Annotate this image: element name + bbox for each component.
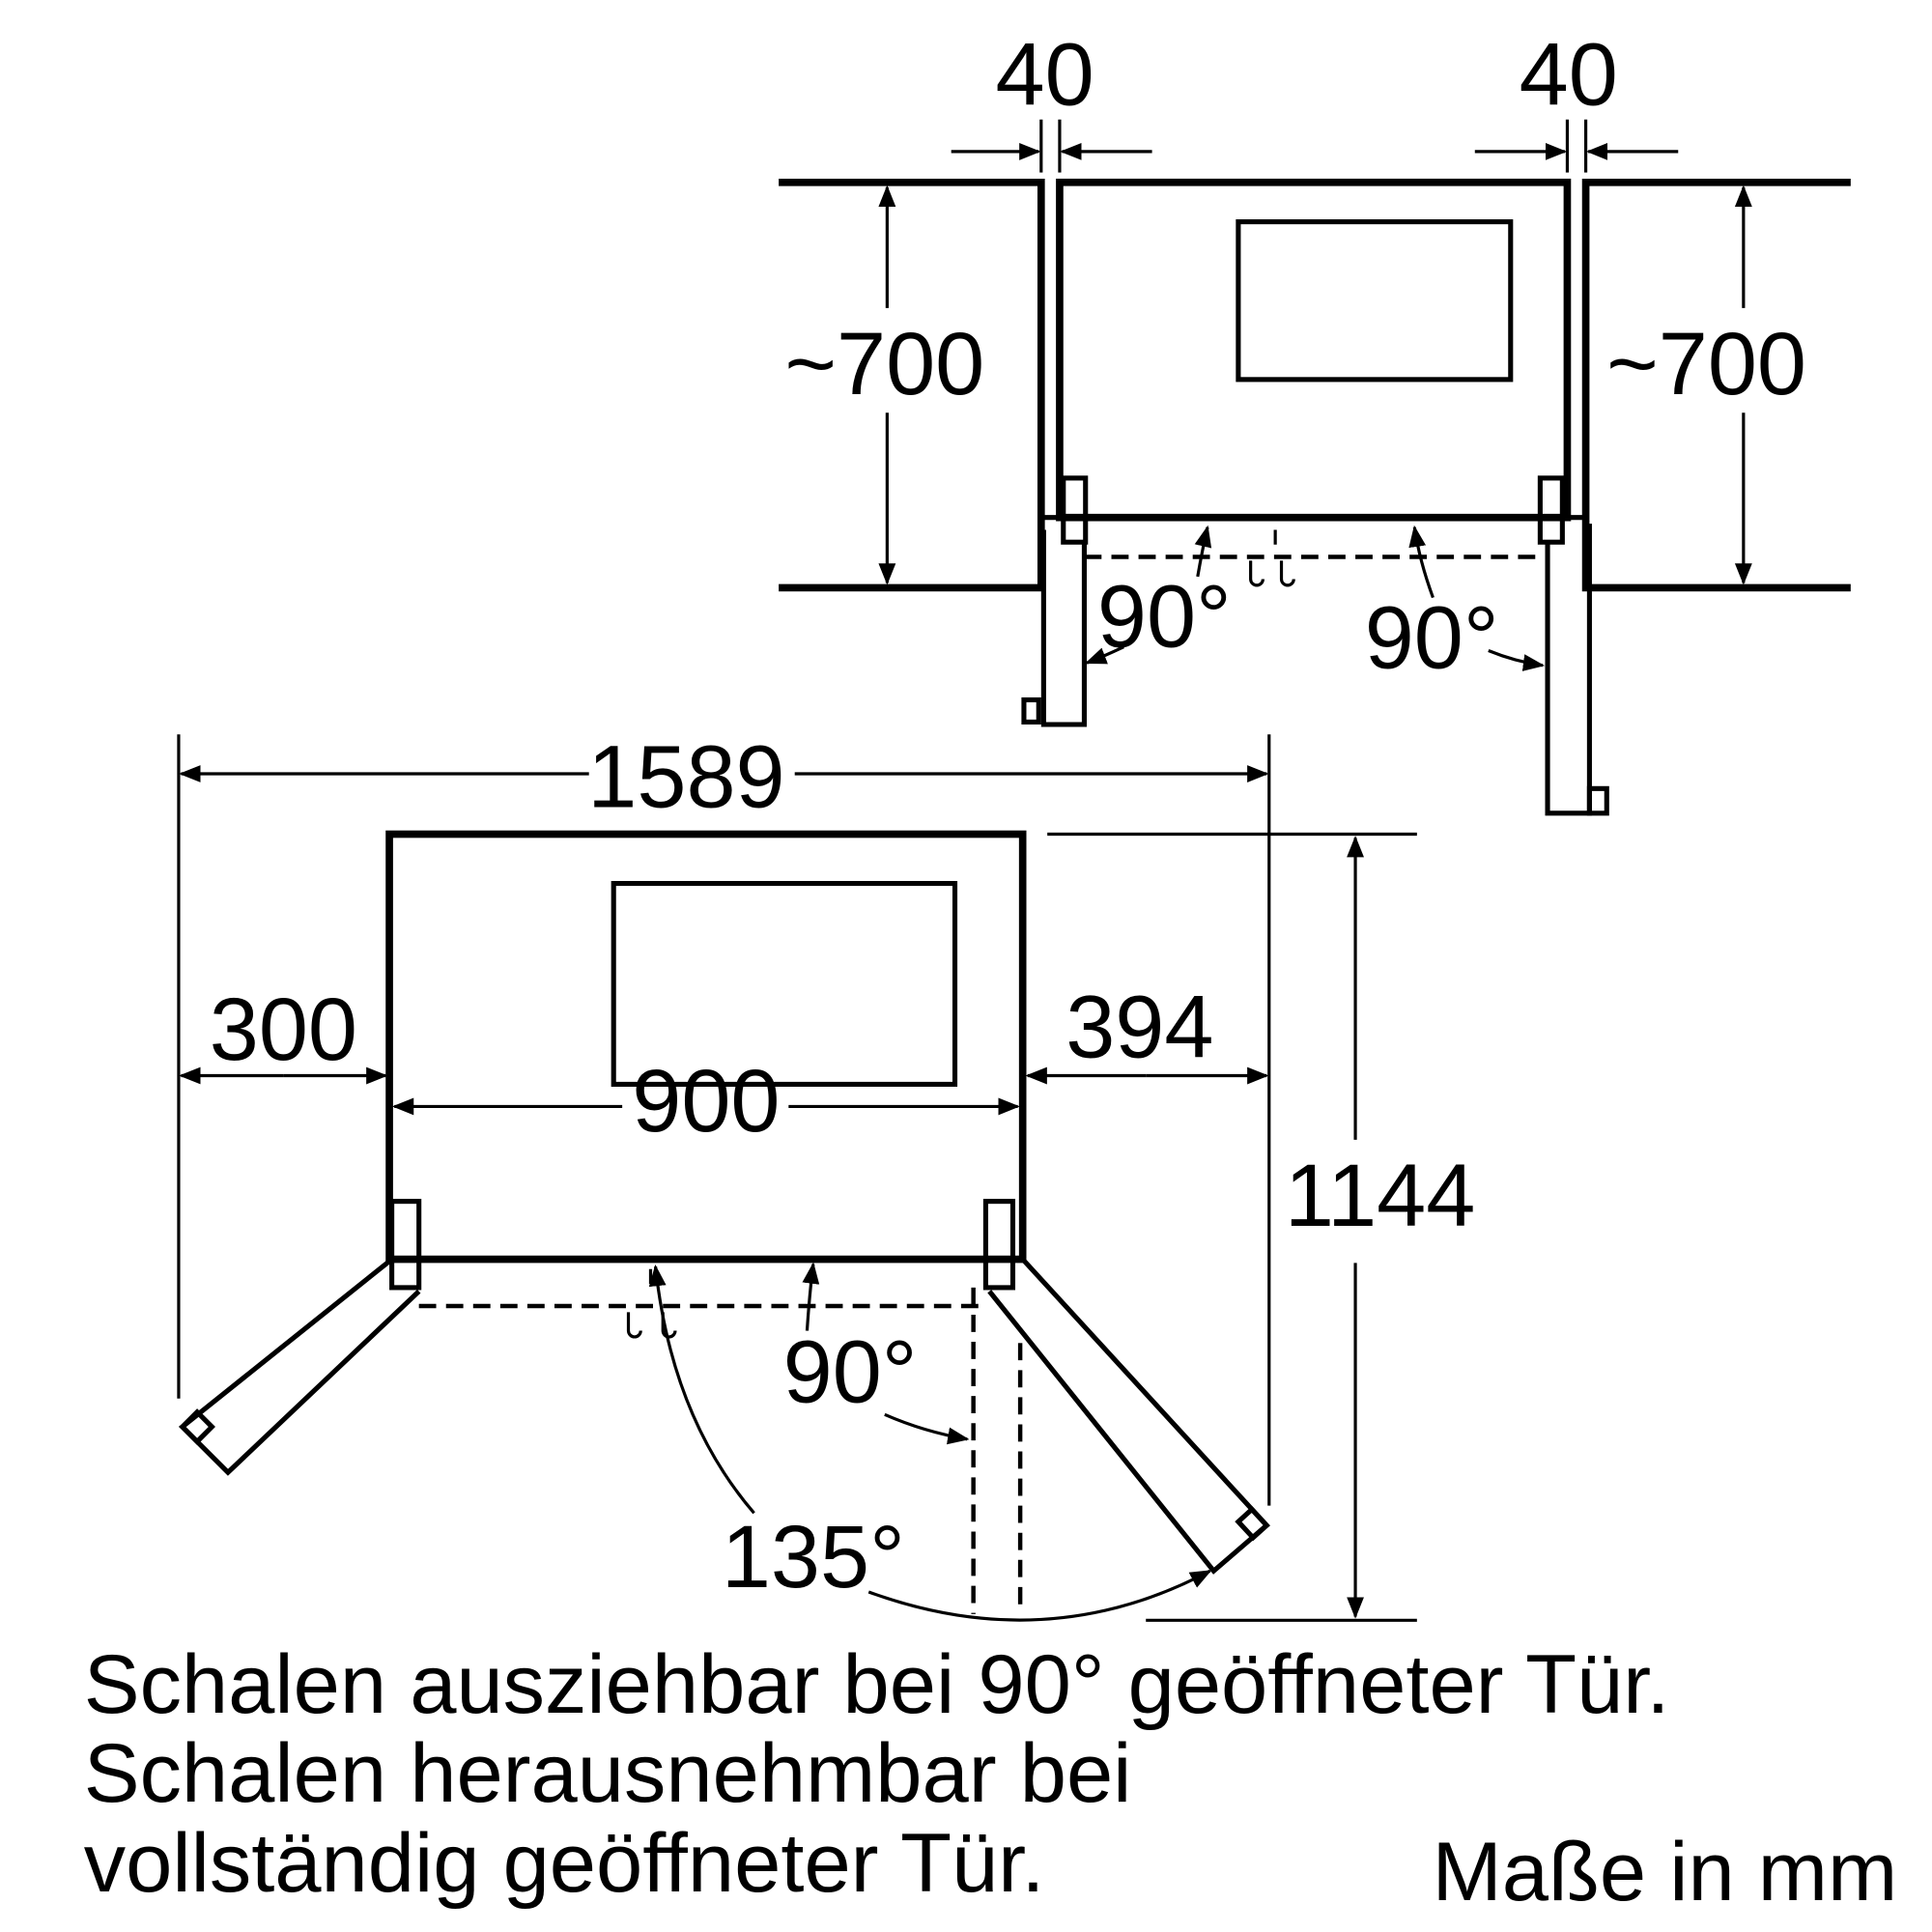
dimension-right-clearance: 394 (1025, 978, 1269, 1085)
appliance-inner-bottom (611, 880, 958, 1087)
hinge-right-bottom (982, 1199, 1016, 1291)
dimension-gap-right: 40 (1474, 25, 1679, 173)
dimension-depth-left: ~700 (784, 185, 984, 585)
niche-walls (779, 178, 1851, 592)
depth-left-label: ~700 (784, 315, 984, 413)
angle-right-label: 90° (1365, 588, 1499, 687)
total-depth-label: 1144 (1285, 1147, 1475, 1245)
appliance-inner-top (1236, 219, 1514, 383)
right-clearance-label: 394 (1065, 978, 1213, 1076)
total-width-label: 1589 (587, 727, 784, 826)
note-line-1: Schalen ausziehbar bei 90° geöffneter Tü… (84, 1637, 1670, 1731)
door-left-open (1040, 515, 1087, 727)
note-line-3: vollständig geöffneter Tür. (84, 1816, 1045, 1910)
appliance-width-label: 900 (632, 1052, 780, 1151)
hinge-left (1061, 475, 1089, 545)
top-view: 40 40 ~700 ~700 90° 90° (779, 25, 1851, 816)
gap-left-label: 40 (996, 25, 1094, 124)
door-left-open-135 (178, 1257, 421, 1476)
note-line-2: Schalen herausnehmbar bei (84, 1726, 1132, 1820)
appliance-body-top (1056, 178, 1572, 522)
gap-right-label: 40 (1520, 25, 1618, 124)
door-right-open (1545, 515, 1592, 816)
appliance-body-bottom (385, 830, 1027, 1264)
dimension-depth-right: ~700 (1606, 185, 1806, 585)
depth-right-label: ~700 (1606, 315, 1806, 413)
dimension-left-clearance: 300 (179, 980, 388, 1085)
dimension-total-depth: 1144 (1047, 832, 1475, 1622)
left-clearance-label: 300 (210, 980, 357, 1079)
hinge-right (1537, 475, 1565, 545)
dimension-appliance-width: 900 (391, 1052, 1020, 1151)
hinge-left-bottom (389, 1199, 422, 1291)
notes: Schalen ausziehbar bei 90° geöffneter Tü… (84, 1637, 1898, 1918)
angle-left-label: 90° (1097, 568, 1232, 667)
units-note: Maße in mm (1432, 1825, 1897, 1918)
dimension-total-width: 1589 (179, 727, 1269, 826)
angle-90-label: 90° (783, 1323, 918, 1422)
door-right-open-135 (987, 1257, 1270, 1575)
bottom-view: 1589 300 900 394 1144 (177, 727, 1475, 1622)
angle-135-label: 135° (722, 1508, 905, 1606)
dimension-gap-left: 40 (951, 25, 1152, 173)
